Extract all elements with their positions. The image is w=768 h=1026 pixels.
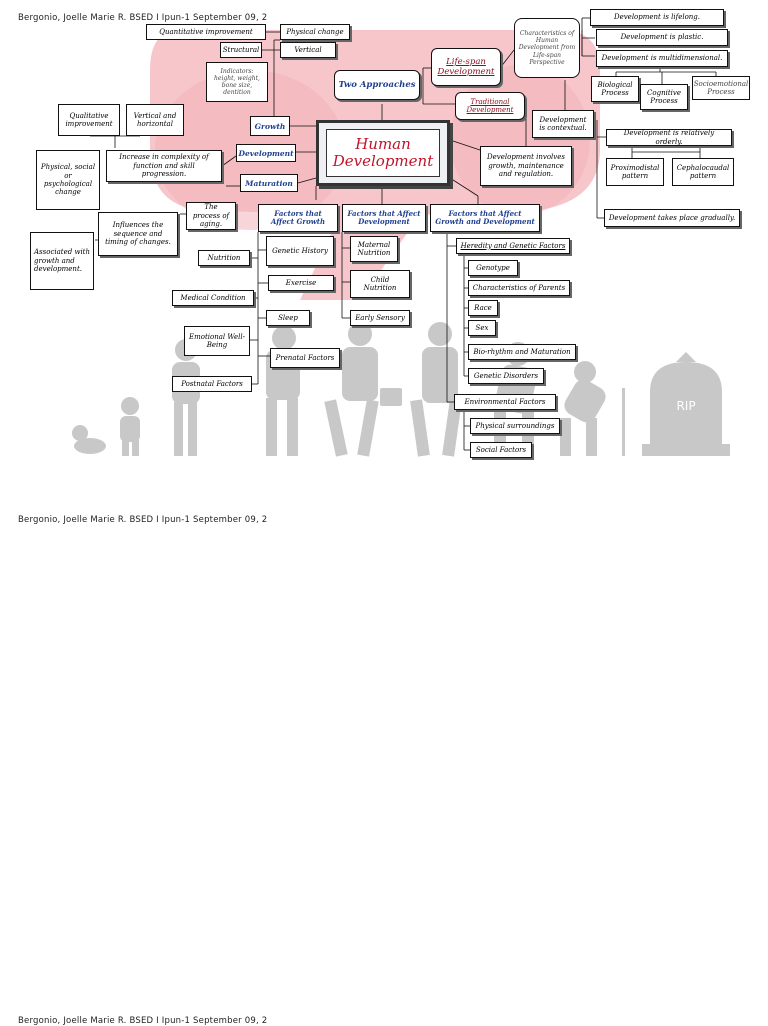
author-header-2: Bergonio, Joelle Marie R. BSED I Ipun-1 … bbox=[18, 515, 268, 525]
traditional-development-node: Traditional Development bbox=[455, 92, 525, 120]
proximodistal-node: Proximodistal pattern bbox=[606, 158, 664, 186]
characteristics-node: Characteristics of Human Development fro… bbox=[514, 18, 580, 78]
associated-node: Associated with growth and development. bbox=[30, 232, 94, 290]
factors-growth-node: Factors that Affect Growth bbox=[258, 204, 338, 232]
orderly-node: Development is relatively orderly. bbox=[606, 129, 732, 146]
growth-node: Growth bbox=[250, 116, 290, 136]
exercise-node: Exercise bbox=[268, 275, 334, 291]
tombstone-rip-text: RIP bbox=[676, 399, 695, 413]
physical-surroundings-node: Physical surroundings bbox=[470, 418, 560, 434]
psychological-change-node: Physical, social or psychological change bbox=[36, 150, 100, 210]
child-nutrition-node: Child Nutrition bbox=[350, 270, 410, 298]
human-development-node: Human Development bbox=[316, 120, 450, 186]
quantitative-node: Quantitative improvement bbox=[146, 24, 266, 40]
medical-condition-node: Medical Condition bbox=[172, 290, 254, 306]
factors-both-node: Factors that Affect Growth and Developme… bbox=[430, 204, 540, 232]
nutrition-node: Nutrition bbox=[198, 250, 250, 266]
race-node: Race bbox=[468, 300, 498, 316]
social-factors-node: Social Factors bbox=[470, 442, 532, 458]
complexity-node: Increase in complexity of function and s… bbox=[106, 150, 222, 182]
factors-development-node: Factors that Affect Development bbox=[342, 204, 426, 232]
maternal-nutrition-node: Maternal Nutrition bbox=[350, 236, 398, 262]
prenatal-factors-node: Prenatal Factors bbox=[270, 348, 340, 368]
heredity-node: Heredity and Genetic Factors bbox=[456, 238, 570, 254]
plastic-node: Development is plastic. bbox=[596, 29, 728, 46]
author-header-3: Bergonio, Joelle Marie R. BSED I Ipun-1 … bbox=[18, 1016, 268, 1026]
socioemotional-process-node: Socioemotional Process bbox=[692, 76, 750, 100]
human-silhouettes bbox=[72, 322, 730, 457]
vertical-horizontal-node: Vertical and horizontal bbox=[126, 104, 184, 136]
cognitive-process-node: Cognitive Process bbox=[640, 84, 688, 110]
sex-node: Sex bbox=[468, 320, 496, 336]
connector-lines bbox=[90, 17, 717, 451]
genetic-disorders-node: Genetic Disorders bbox=[468, 368, 544, 384]
qualitative-node: Qualitative improvement bbox=[58, 104, 120, 136]
multidimensional-node: Development is multidimensional. bbox=[596, 50, 728, 67]
sleep-node: Sleep bbox=[266, 310, 310, 326]
cephalocaudal-node: Cephalocaudal pattern bbox=[672, 158, 734, 186]
biorhythm-node: Bio-rhythm and Maturation bbox=[468, 344, 576, 360]
genotype-node: Genotype bbox=[468, 260, 518, 276]
characteristics-parents-node: Characteristics of Parents bbox=[468, 280, 570, 296]
author-header-1: Bergonio, Joelle Marie R. BSED I Ipun-1 … bbox=[18, 13, 268, 23]
gradually-node: Development takes place gradually. bbox=[604, 209, 740, 227]
biological-process-node: Biological Process bbox=[591, 76, 639, 102]
development-node: Development bbox=[236, 144, 296, 162]
postnatal-factors-node: Postnatal Factors bbox=[172, 376, 252, 392]
involves-node: Development involves growth, maintenance… bbox=[480, 146, 572, 186]
maturation-node: Maturation bbox=[240, 174, 298, 192]
contextual-node: Development is contextual. bbox=[532, 110, 594, 138]
environmental-factors-node: Environmental Factors bbox=[454, 394, 556, 410]
lifelong-node: Development is lifelong. bbox=[590, 9, 724, 26]
lifespan-development-node: Life-span Development bbox=[431, 48, 501, 86]
early-sensory-node: Early Sensory bbox=[350, 310, 410, 326]
genetic-history-node: Genetic History bbox=[266, 236, 334, 266]
vertical-node: Vertical bbox=[280, 42, 336, 58]
emotional-wellbeing-node: Emotional Well-Being bbox=[184, 326, 250, 356]
structural-node: Structural bbox=[220, 42, 262, 58]
indicators-node: Indicators: height, weight, bone size, d… bbox=[206, 62, 268, 102]
aging-node: The process of aging. bbox=[186, 202, 236, 230]
concept-map: RIP bbox=[0, 0, 768, 470]
human-development-title: Human Development bbox=[326, 129, 440, 177]
influences-node: Influences the sequence and timing of ch… bbox=[98, 212, 178, 256]
physical-change-node: Physical change bbox=[280, 24, 350, 40]
two-approaches-node: Two Approaches bbox=[334, 70, 420, 100]
